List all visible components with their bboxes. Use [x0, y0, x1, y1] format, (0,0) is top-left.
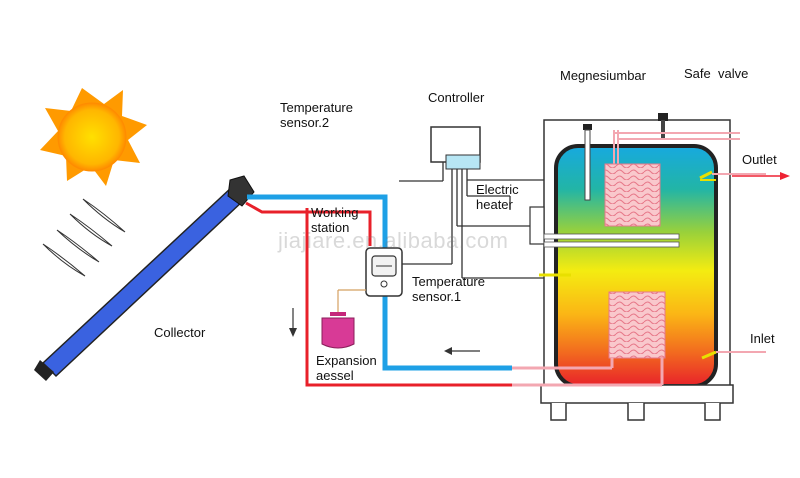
- collector-tube: [34, 175, 255, 381]
- hot-pipe: [245, 201, 512, 387]
- label-electric-heater-line2: heater: [476, 197, 513, 212]
- label-temperature-sensor-1-line1: Temperature: [412, 274, 485, 289]
- magnesium-bar: [583, 124, 592, 201]
- label-temperature-sensor-2-line2: sensor.2: [280, 115, 330, 130]
- label-controller: Controller: [428, 90, 485, 105]
- flow-arrow-down: [289, 308, 297, 337]
- label-temperature-sensor-1-line2: sensor.1: [412, 289, 462, 304]
- safe-valve: [658, 113, 668, 138]
- flow-arrow-left: [444, 347, 480, 355]
- watermark: jiajiare.en.alibaba.com: [278, 228, 509, 253]
- label-working-station-line1: Working: [311, 205, 359, 220]
- lower-coil: [512, 291, 666, 387]
- label-expansion-vessel-line2: aessel: [316, 368, 354, 383]
- outlet-arrow: [712, 172, 790, 180]
- electric-heater: [529, 206, 680, 248]
- label-megnesiumbar: Megnesiumbar: [560, 68, 646, 83]
- upper-coil: [604, 130, 740, 227]
- expansion-vessel: [321, 289, 366, 349]
- label-working-station-line2: station: [311, 220, 350, 235]
- working-station: [365, 247, 403, 297]
- label-collector: Collector: [154, 325, 206, 340]
- label-inlet: Inlet: [750, 331, 775, 346]
- sun-rays-icon: [42, 198, 126, 277]
- label-temperature-sensor-1: Temperature sensor.1: [412, 274, 485, 304]
- label-temperature-sensor-2: Temperature sensor.2: [280, 100, 353, 130]
- label-electric-heater-line1: Electric: [476, 182, 519, 197]
- label-expansion-vessel-line1: Expansion: [316, 353, 377, 368]
- label-working-station: Working station: [311, 205, 358, 235]
- label-outlet: Outlet: [742, 152, 777, 167]
- label-safe-valve: Safe valve: [684, 66, 749, 81]
- label-temperature-sensor-2-line1: Temperature: [280, 100, 353, 115]
- label-expansion-vessel: Expansion aessel: [316, 353, 377, 383]
- label-electric-heater: Electric heater: [476, 182, 519, 212]
- controller: [399, 126, 544, 279]
- sun-icon: [40, 88, 147, 186]
- sensor-markers: [539, 170, 717, 360]
